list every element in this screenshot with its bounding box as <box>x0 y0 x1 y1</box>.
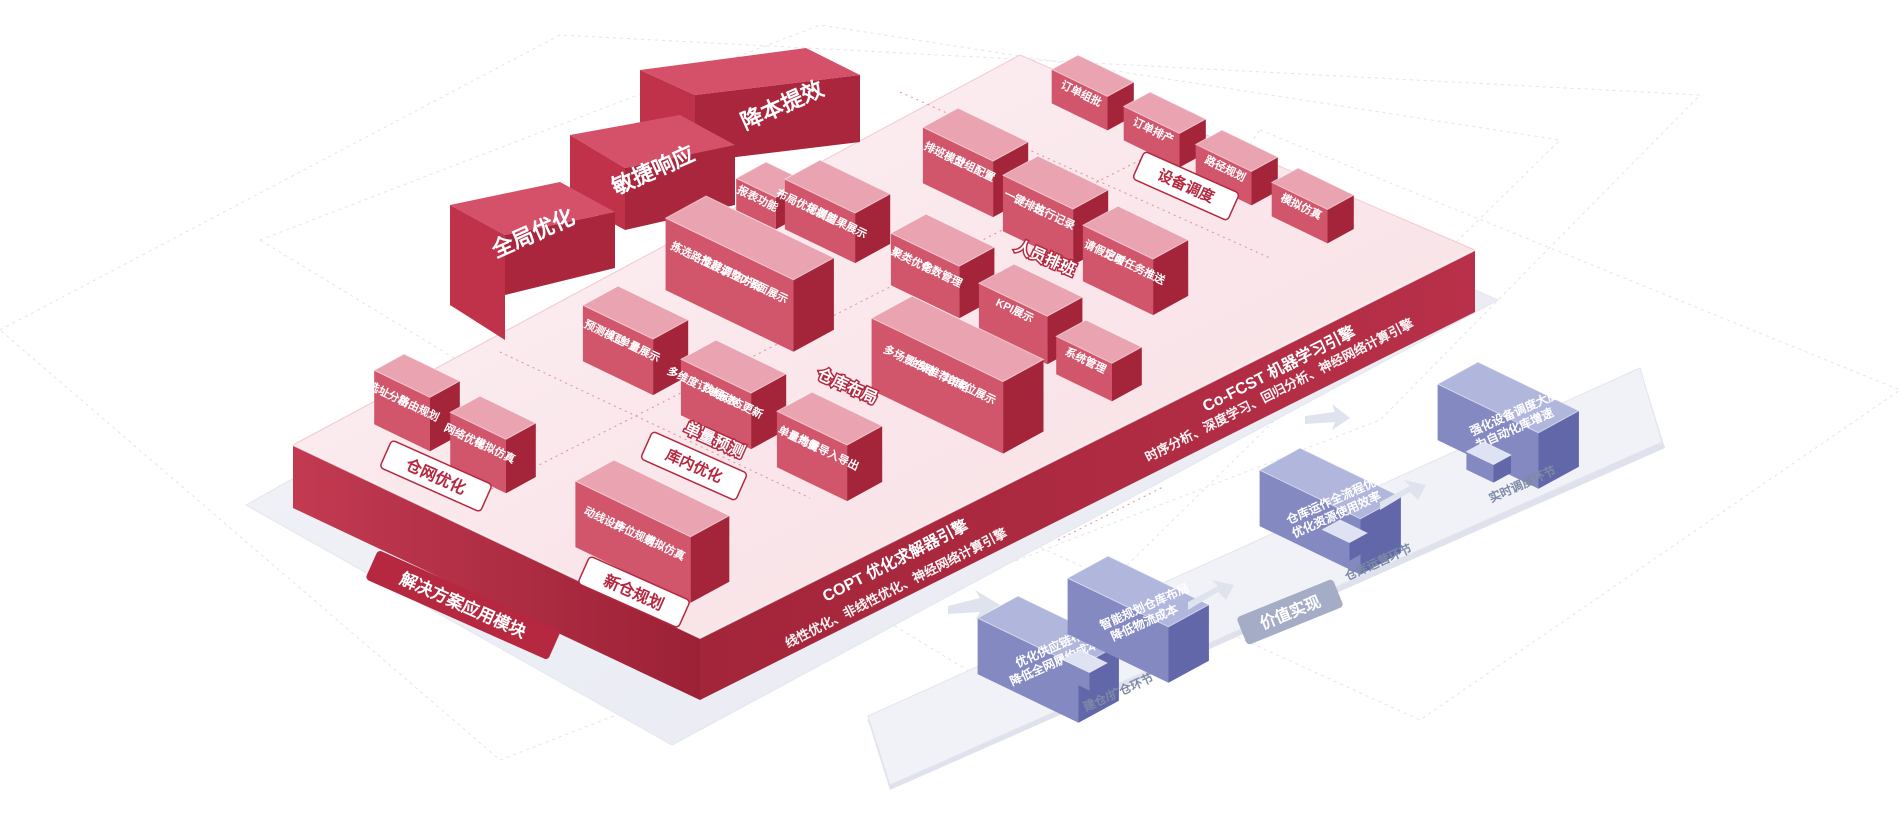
module-block-pallet: 系统管理 <box>1055 319 1143 402</box>
arrow-icon <box>1188 580 1234 610</box>
value-box-icon <box>1321 519 1369 561</box>
arrow-icon <box>948 590 1000 620</box>
arrow-icon <box>1380 480 1426 510</box>
value-box-icon <box>1465 441 1513 483</box>
module-block-pallet: KPI展示 <box>977 263 1084 365</box>
module-block-equipment: 模拟仿真 <box>1270 167 1355 244</box>
arrow-icon <box>1305 404 1350 430</box>
module-block-equipment: 路径规划 <box>1194 129 1279 206</box>
value-box-icon <box>1061 649 1109 691</box>
value-arrows <box>948 404 1426 620</box>
pillar-group: 全局优化 敏捷响应 降本提效 <box>450 48 860 340</box>
module-title-new-warehouse: 新仓规划 <box>578 556 690 628</box>
